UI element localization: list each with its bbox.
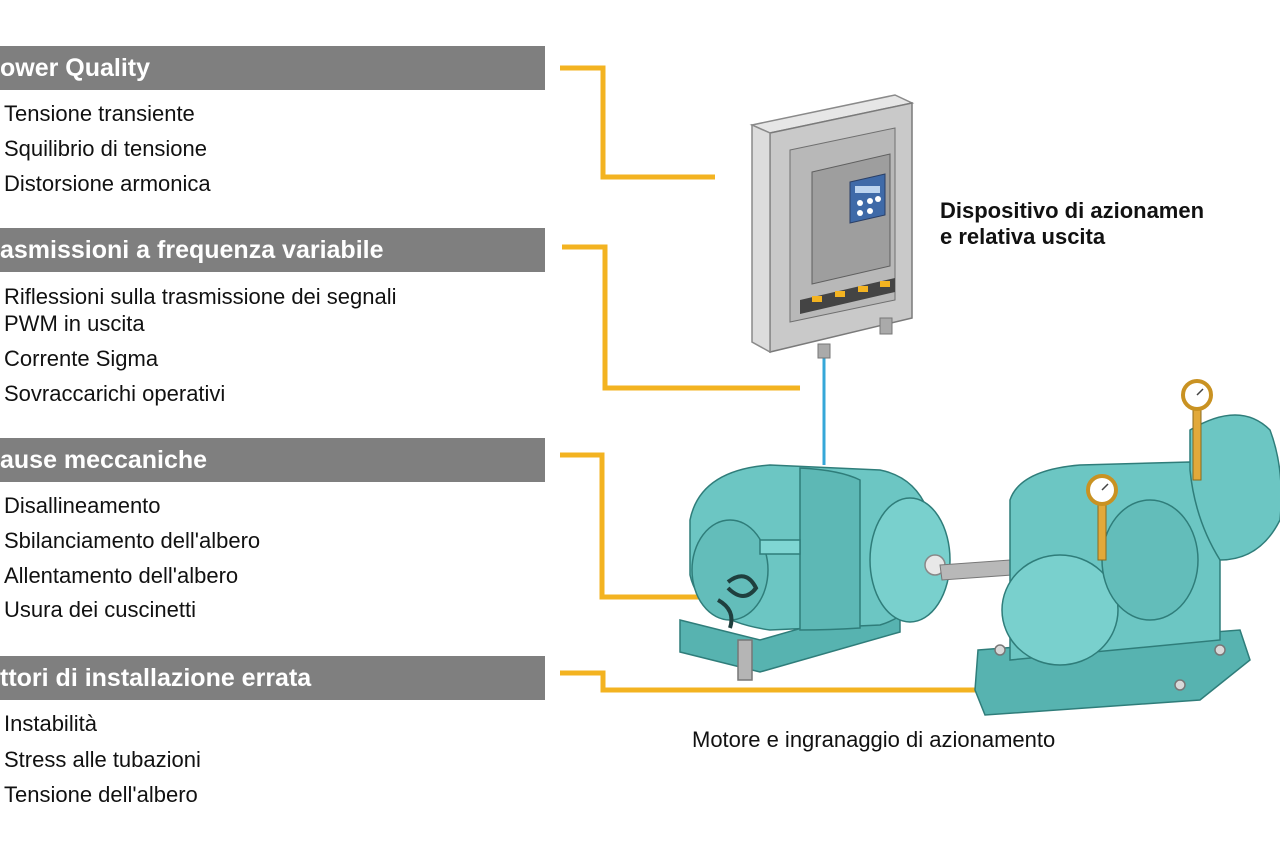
section-header-mechanical: ause meccaniche bbox=[0, 438, 545, 482]
list-item: Corrente Sigma bbox=[4, 346, 159, 371]
section-title: asmissioni a frequenza variabile bbox=[0, 235, 384, 264]
connector-power-quality bbox=[560, 65, 715, 180]
connector-installation bbox=[560, 670, 1165, 693]
list-item: Sbilanciamento dell'albero bbox=[4, 528, 261, 553]
list-item: Allentamento dell'albero bbox=[4, 563, 239, 588]
shaft bbox=[939, 559, 1013, 581]
connector-vfd bbox=[562, 244, 800, 391]
section-title: ower Quality bbox=[0, 53, 151, 82]
list-item: Distorsione armonica bbox=[4, 171, 211, 196]
list-item: Instabilità bbox=[4, 711, 97, 736]
section-title: ttori di installazione errata bbox=[0, 663, 312, 692]
list-item: Sovraccarichi operativi bbox=[4, 381, 226, 406]
section-header-power-quality: ower Quality bbox=[0, 46, 545, 90]
drive-cabinet bbox=[749, 94, 915, 359]
drive-label-line2: e relativa uscita bbox=[940, 224, 1106, 249]
drive-label-line1: Dispositivo di azionamen bbox=[940, 198, 1205, 223]
list-item: Disallineamento bbox=[4, 493, 161, 518]
section-title: ause meccaniche bbox=[0, 445, 208, 474]
list-item: Squilibrio di tensione bbox=[4, 136, 208, 161]
section-header-installation: ttori di installazione errata bbox=[0, 656, 545, 700]
pressure-gauge-icon bbox=[1086, 474, 1118, 561]
electric-motor bbox=[679, 464, 951, 681]
list-item: PWM in uscita bbox=[4, 311, 145, 336]
section-header-vfd: asmissioni a frequenza variabile bbox=[0, 228, 545, 272]
list-item: Stress alle tubazioni bbox=[4, 747, 201, 772]
list-item: Usura dei cuscinetti bbox=[4, 597, 196, 622]
connector-lines bbox=[560, 65, 1165, 693]
list-item: Riflessioni sulla trasmissione dei segna… bbox=[4, 284, 397, 309]
list-item: Tensione dell'albero bbox=[4, 782, 198, 807]
motor-label: Motore e ingranaggio di azionamento bbox=[692, 727, 1056, 752]
pressure-gauge-icon bbox=[1181, 379, 1213, 481]
gearbox bbox=[974, 414, 1280, 716]
list-item: Tensione transiente bbox=[4, 101, 195, 126]
